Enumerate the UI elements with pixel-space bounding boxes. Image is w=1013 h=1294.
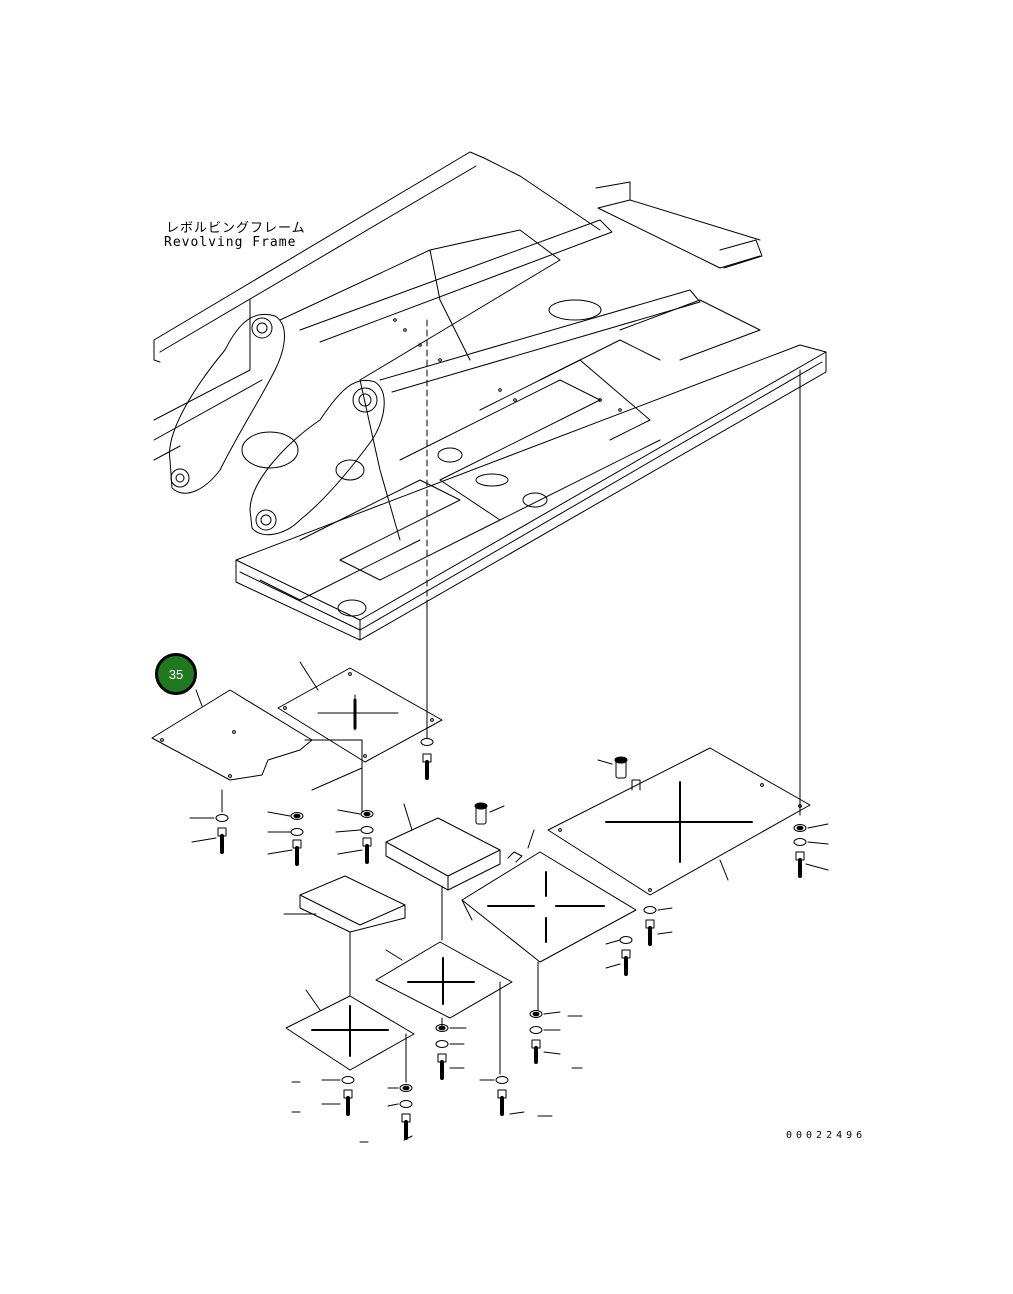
callout-number: 35 xyxy=(168,666,184,682)
cover-plate-bottom-left xyxy=(286,990,414,1070)
cover-plate-left xyxy=(152,690,312,780)
document-number: 00022496 xyxy=(786,1130,867,1141)
fasteners xyxy=(190,739,828,1143)
raised-pad-upper xyxy=(386,804,500,890)
cover-plate-upper-center xyxy=(222,662,442,812)
frame-label-english: Revolving Frame xyxy=(164,235,297,250)
frame-label-japanese: レボルビングフレーム xyxy=(166,221,306,236)
callout-badge-35[interactable]: 35 xyxy=(155,653,197,695)
cover-plate-lower-center xyxy=(376,942,512,1018)
bracket-right xyxy=(632,780,640,790)
raised-pad-lower xyxy=(284,876,405,932)
cover-plate-middle xyxy=(462,830,636,962)
revolving-frame xyxy=(154,152,826,815)
cover-plate-large-right xyxy=(548,748,810,895)
